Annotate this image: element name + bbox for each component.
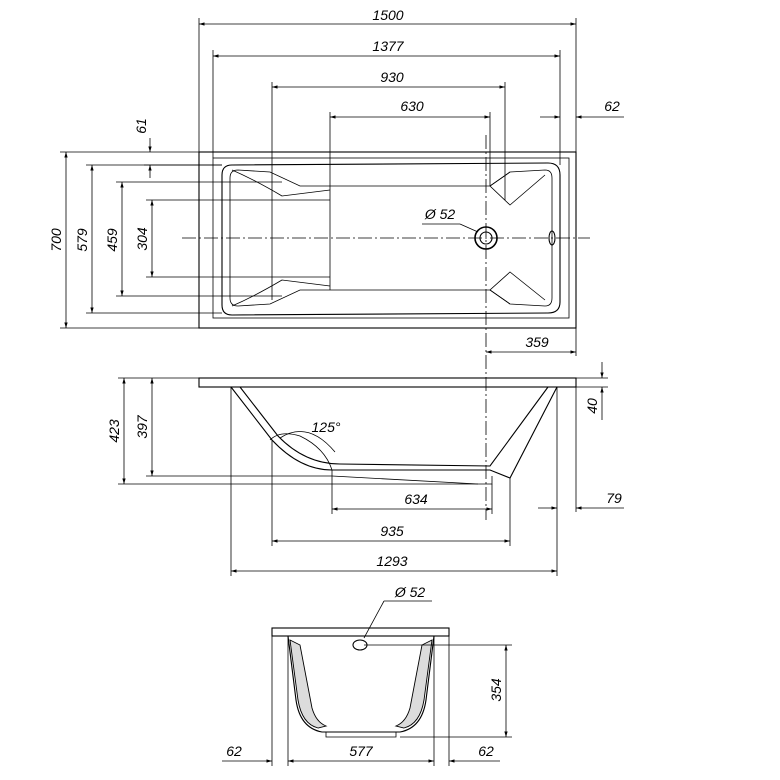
side-view: 125° 423 397 40 79 634 935 — [106, 362, 624, 576]
end-rim — [271, 627, 450, 637]
dim-label-700: 700 — [48, 228, 64, 252]
dim-label-62-top: 62 — [604, 98, 620, 114]
dim-label-354: 354 — [488, 678, 504, 702]
dim-label-angle: 125° — [312, 419, 341, 435]
side-angle-arc — [279, 431, 336, 453]
basin-bottom-outline — [229, 169, 553, 307]
backrest-left-lower — [231, 279, 331, 307]
dim-label-79: 79 — [606, 490, 622, 506]
dim-label-423: 423 — [106, 419, 122, 443]
side-backrest-curve — [269, 433, 333, 471]
dim-label-579: 579 — [74, 228, 90, 252]
dim-label-935: 935 — [380, 523, 404, 539]
end-base — [325, 732, 397, 738]
end-right-wall — [394, 639, 433, 729]
dim-label-630: 630 — [400, 98, 424, 114]
dim-label-1377: 1377 — [372, 38, 404, 54]
dim-label-overflow-diameter: Ø 52 — [394, 584, 426, 600]
dim-label-304: 304 — [134, 227, 150, 251]
side-base — [331, 475, 493, 485]
basin-inner-outline — [221, 162, 561, 316]
dim-label-40: 40 — [584, 398, 600, 414]
dim-label-459: 459 — [104, 228, 120, 252]
drain-leader-slant — [459, 223, 479, 233]
dim-label-62-right: 62 — [478, 743, 494, 759]
end-left-wall — [289, 639, 328, 729]
drain-end-upper — [489, 171, 546, 206]
dim-label-397: 397 — [134, 414, 150, 439]
dim-label-577: 577 — [349, 743, 374, 759]
side-rim — [198, 377, 577, 388]
overflow-hole — [548, 230, 556, 246]
top-view: 1500 1377 930 630 62 61 700 579 459 — [48, 7, 624, 520]
end-view: Ø 52 354 62 577 62 — [222, 584, 512, 766]
drain-end-lower — [489, 271, 546, 305]
end-overflow-leader — [363, 600, 385, 639]
dim-label-drain-diameter: Ø 52 — [424, 206, 456, 222]
dim-label-634: 634 — [404, 491, 428, 507]
dim-label-359: 359 — [525, 334, 549, 350]
dim-label-1293: 1293 — [376, 553, 407, 569]
dim-label-930: 930 — [380, 69, 404, 85]
side-inner-profile — [239, 386, 549, 467]
backrest-left-upper — [231, 169, 331, 197]
dim-label-1500: 1500 — [372, 7, 403, 23]
dim-label-61: 61 — [133, 118, 149, 134]
tub-outline-top — [198, 151, 577, 329]
end-outer-profile — [287, 635, 435, 733]
dim-label-62-left: 62 — [226, 743, 242, 759]
side-outer-profile — [230, 386, 558, 479]
